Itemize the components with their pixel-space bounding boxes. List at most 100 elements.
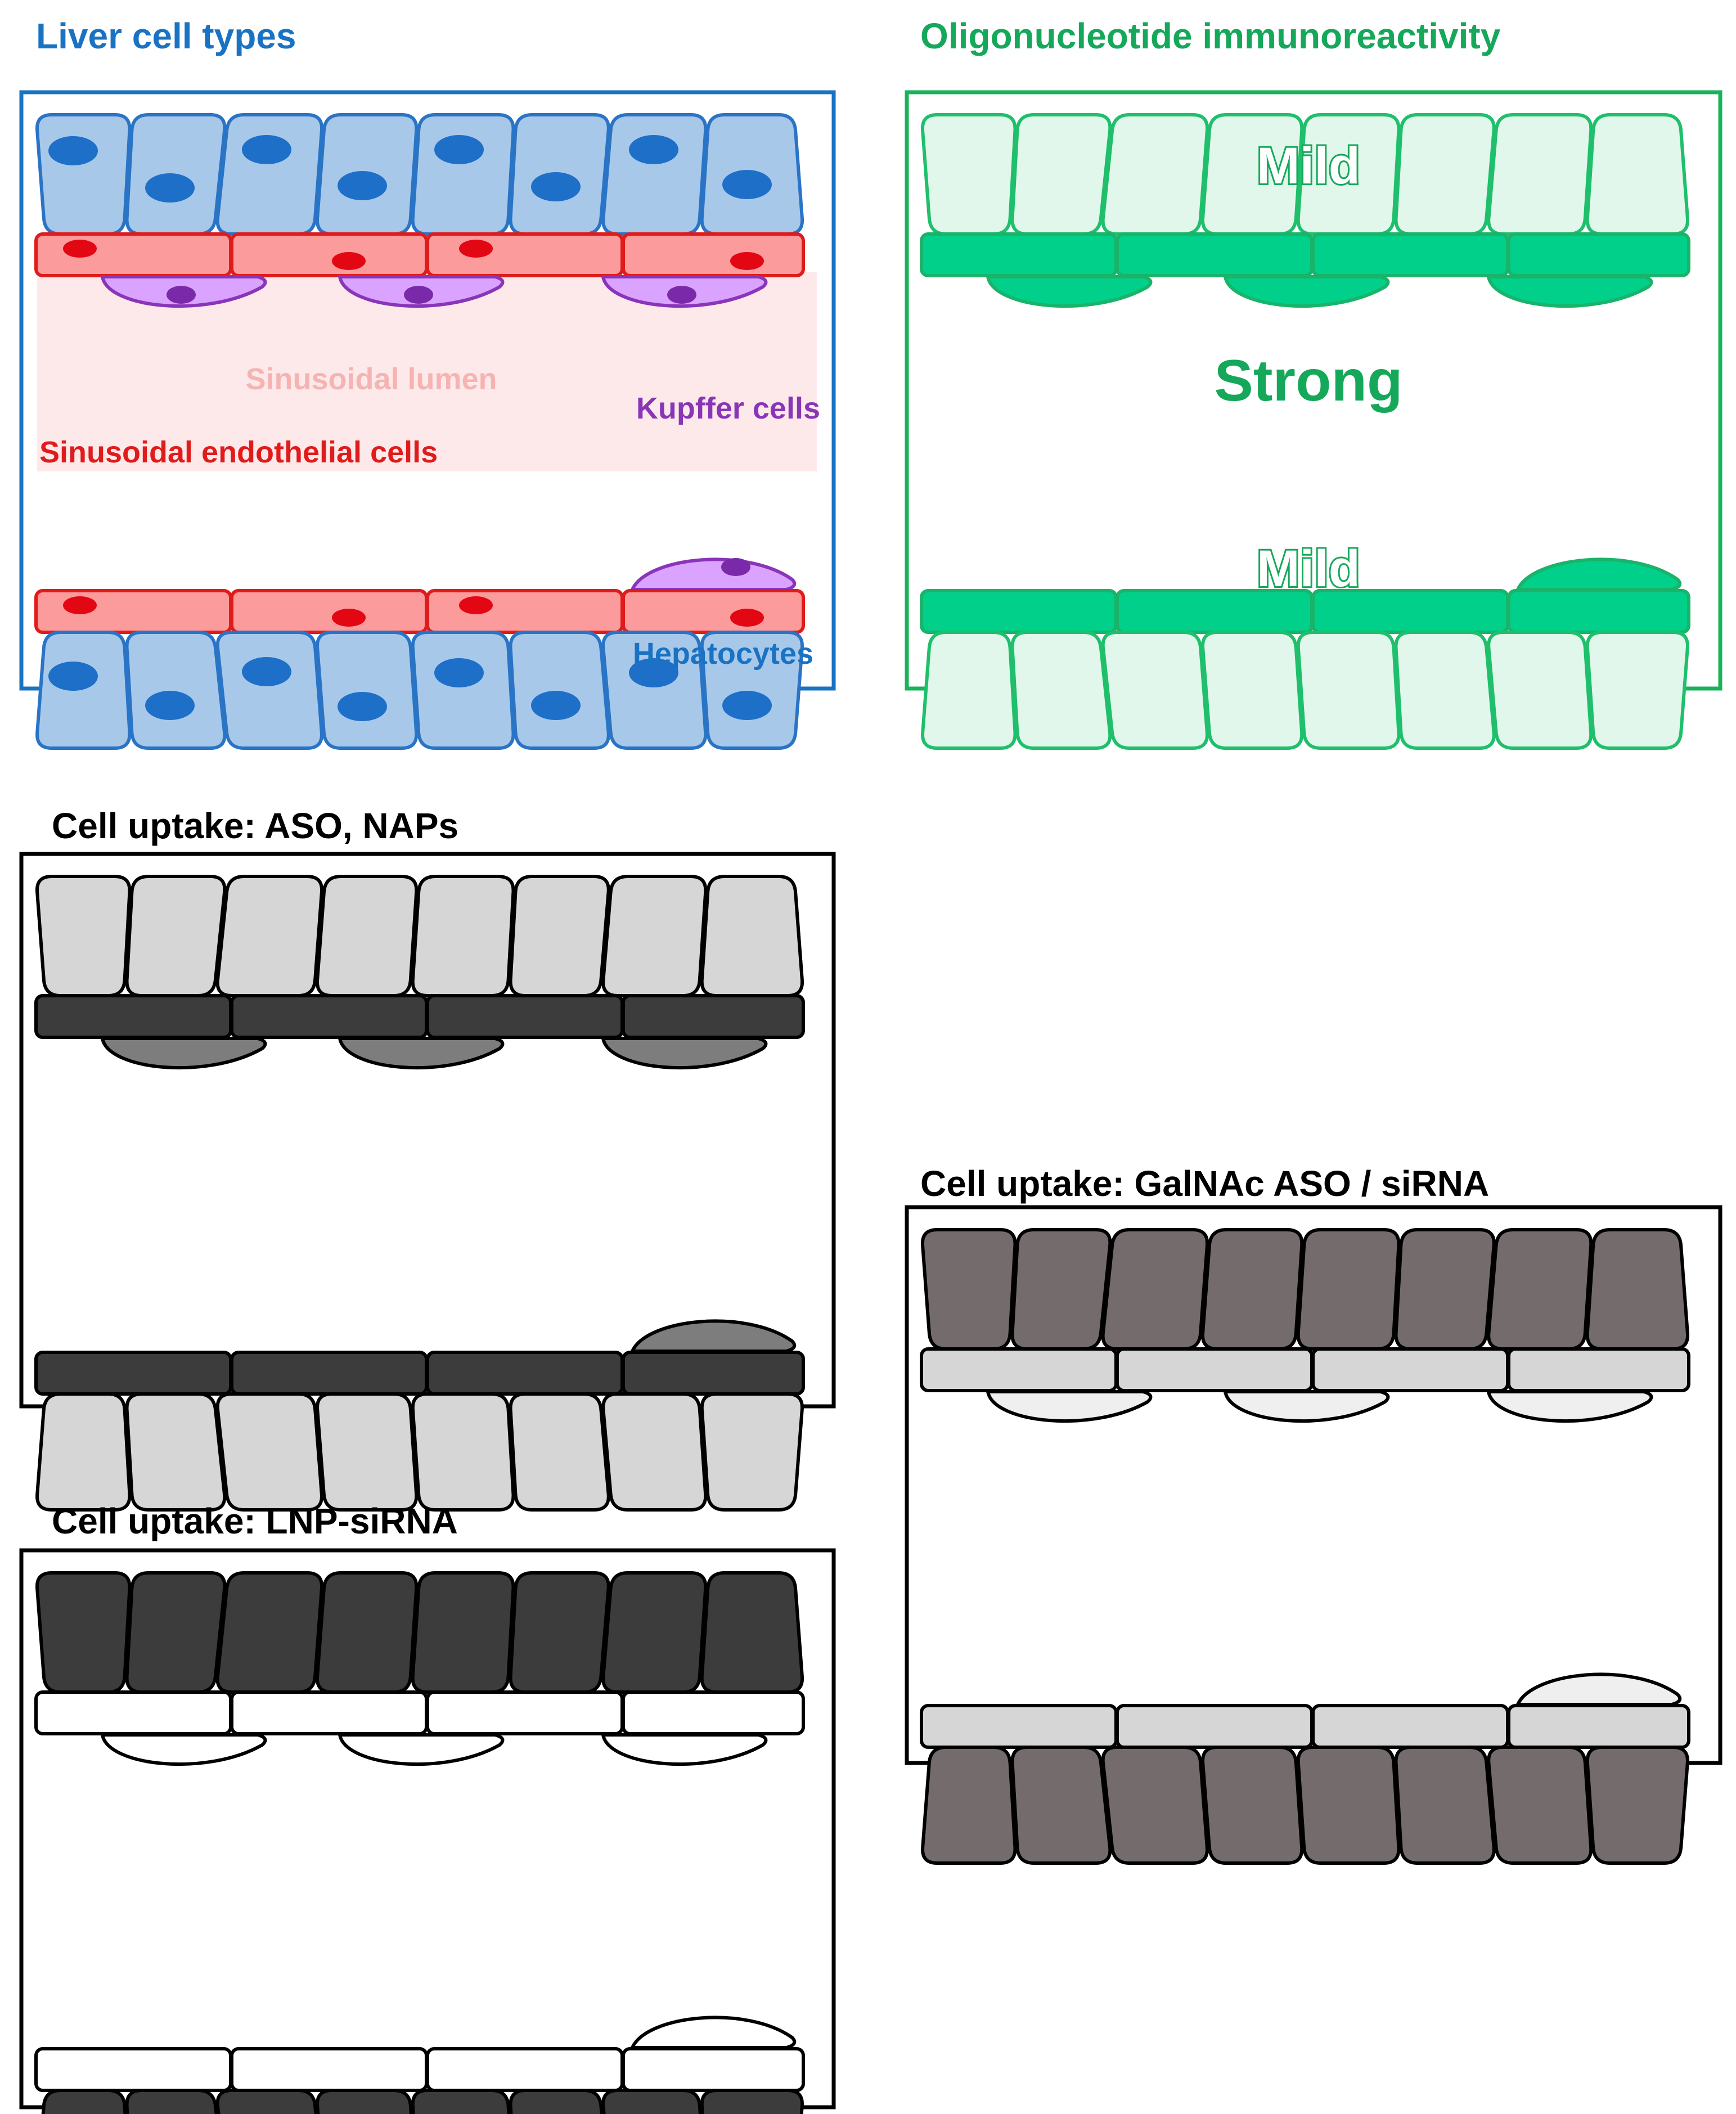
hepatocyte <box>1394 1228 1496 1351</box>
endothelial-row-top <box>34 994 805 1039</box>
kupffer-cell <box>1223 275 1390 308</box>
panel-cell-uptake-lnp-sirna: Cell uptake: LNP-siRNA <box>19 1501 836 2114</box>
hepatocyte <box>1010 113 1112 236</box>
hepatocyte <box>921 631 1017 750</box>
hepatocyte <box>601 1392 708 1512</box>
hepatocyte <box>1101 631 1209 750</box>
endothelial-cell <box>230 994 428 1039</box>
hepatocyte-nucleus <box>242 657 291 686</box>
kupffer-cells-bottom <box>629 557 797 591</box>
hepatocyte-row-top <box>921 113 1689 236</box>
endothelial-nucleus <box>63 240 97 258</box>
hepatocyte <box>215 2089 318 2114</box>
endothelial-row-top <box>920 232 1690 277</box>
hepatocyte <box>1394 1746 1496 1865</box>
label-kupffer-cells: Kupffer cells <box>636 392 820 425</box>
hepatocyte <box>1201 1746 1304 1865</box>
panel-title-aso-naps: Cell uptake: ASO, NAPs <box>52 806 458 846</box>
endothelial-cell <box>1116 1347 1314 1392</box>
endothelial-nucleus <box>332 252 366 270</box>
label-mild-bottom: Mild <box>1257 540 1360 597</box>
hepatocyte <box>1585 1746 1689 1865</box>
hepatocyte <box>1296 1228 1401 1351</box>
hepatocyte <box>316 1392 419 1512</box>
kupffer-cells-top <box>100 1037 768 1070</box>
hepatocyte <box>601 875 708 997</box>
kupffer-nucleus <box>404 286 433 304</box>
kupffer-cells-bottom <box>629 1319 797 1353</box>
hepatocyte <box>35 113 132 236</box>
hepatocyte <box>125 1571 227 1694</box>
endothelial-cell <box>230 589 428 634</box>
label-sinusoidal-endothelial-cells: Sinusoidal endothelial cells <box>39 435 438 469</box>
endothelial-cell <box>1116 1704 1314 1749</box>
hepatocyte <box>509 2089 604 2114</box>
hepatocyte-row-bottom <box>35 631 804 750</box>
hepatocyte <box>601 631 708 750</box>
endothelial-cell <box>1311 1347 1509 1392</box>
hepatocyte <box>35 1392 132 1512</box>
hepatocyte-nucleus <box>531 691 581 720</box>
panel-title-liver-cell-types: Liver cell types <box>36 16 296 56</box>
hepatocyte <box>700 2089 804 2114</box>
hepatocyte <box>601 2089 702 2114</box>
endothelial-row-bottom <box>34 2047 805 2092</box>
hepatocyte <box>35 1571 132 1694</box>
hepatocyte-nucleus <box>722 170 772 199</box>
hepatocyte <box>35 875 132 997</box>
hepatocyte <box>1585 1228 1689 1351</box>
endothelial-cell <box>622 1690 805 1735</box>
panel-cell-uptake-galnac: Cell uptake: GalNAc ASO / siRNA <box>905 1163 1722 1865</box>
hepatocyte <box>509 1392 610 1512</box>
hepatocyte <box>1585 631 1689 750</box>
hepatocyte <box>1101 113 1209 236</box>
hepatocyte <box>215 631 323 750</box>
kupffer-cell <box>100 1733 267 1766</box>
endothelial-nucleus <box>730 609 764 627</box>
hepatocyte <box>316 1571 419 1694</box>
hepatocyte <box>509 1571 610 1694</box>
hepatocyte-row-top <box>921 1228 1689 1351</box>
hepatocyte <box>1101 1746 1209 1865</box>
hepatocyte <box>215 1571 323 1694</box>
hepatocyte <box>1487 1228 1593 1351</box>
endothelial-cell <box>426 589 624 634</box>
hepatocyte <box>125 2089 218 2114</box>
hepatocyte <box>316 631 419 750</box>
endothelial-cell <box>34 232 232 277</box>
kupffer-cells-top <box>100 275 768 308</box>
hepatocyte <box>1201 1228 1304 1351</box>
hepatocyte <box>1010 631 1112 750</box>
kupffer-cell <box>1223 1390 1390 1423</box>
hepatocyte-nucleus <box>434 658 484 687</box>
kupffer-cell <box>601 1037 768 1070</box>
hepatocyte <box>509 631 610 750</box>
hepatocyte <box>601 113 708 236</box>
kupffer-cells-bottom <box>1515 557 1682 591</box>
endothelial-cell <box>1507 589 1690 634</box>
hepatocyte <box>411 631 515 750</box>
hepatocyte <box>601 1571 708 1694</box>
endothelial-cell <box>1116 232 1314 277</box>
kupffer-cell <box>1515 557 1682 591</box>
hepatocyte <box>700 1392 804 1512</box>
hepatocyte-nucleus <box>338 692 387 721</box>
kupffer-cell <box>629 2016 797 2049</box>
hepatocyte <box>700 1571 804 1694</box>
hepatocyte-nucleus <box>338 171 387 200</box>
endothelial-row-top <box>920 1347 1690 1392</box>
hepatocyte <box>215 113 323 236</box>
endothelial-row-top <box>34 1690 805 1735</box>
endothelial-cell <box>426 994 624 1039</box>
hepatocyte <box>125 875 227 997</box>
hepatocyte <box>1010 1746 1112 1865</box>
panel-title-lnp-sirna: Cell uptake: LNP-siRNA <box>52 1501 458 1541</box>
hepatocyte <box>1394 631 1496 750</box>
hepatocyte <box>411 2089 511 2114</box>
endothelial-cell <box>34 589 232 634</box>
hepatocyte <box>1487 631 1593 750</box>
hepatocyte-nucleus <box>629 658 678 687</box>
hepatocyte <box>316 875 419 997</box>
panel-liver-cell-types: Liver cell types Sinusoidal lumen Kupffe… <box>19 16 836 750</box>
hepatocyte-nucleus <box>48 662 98 691</box>
